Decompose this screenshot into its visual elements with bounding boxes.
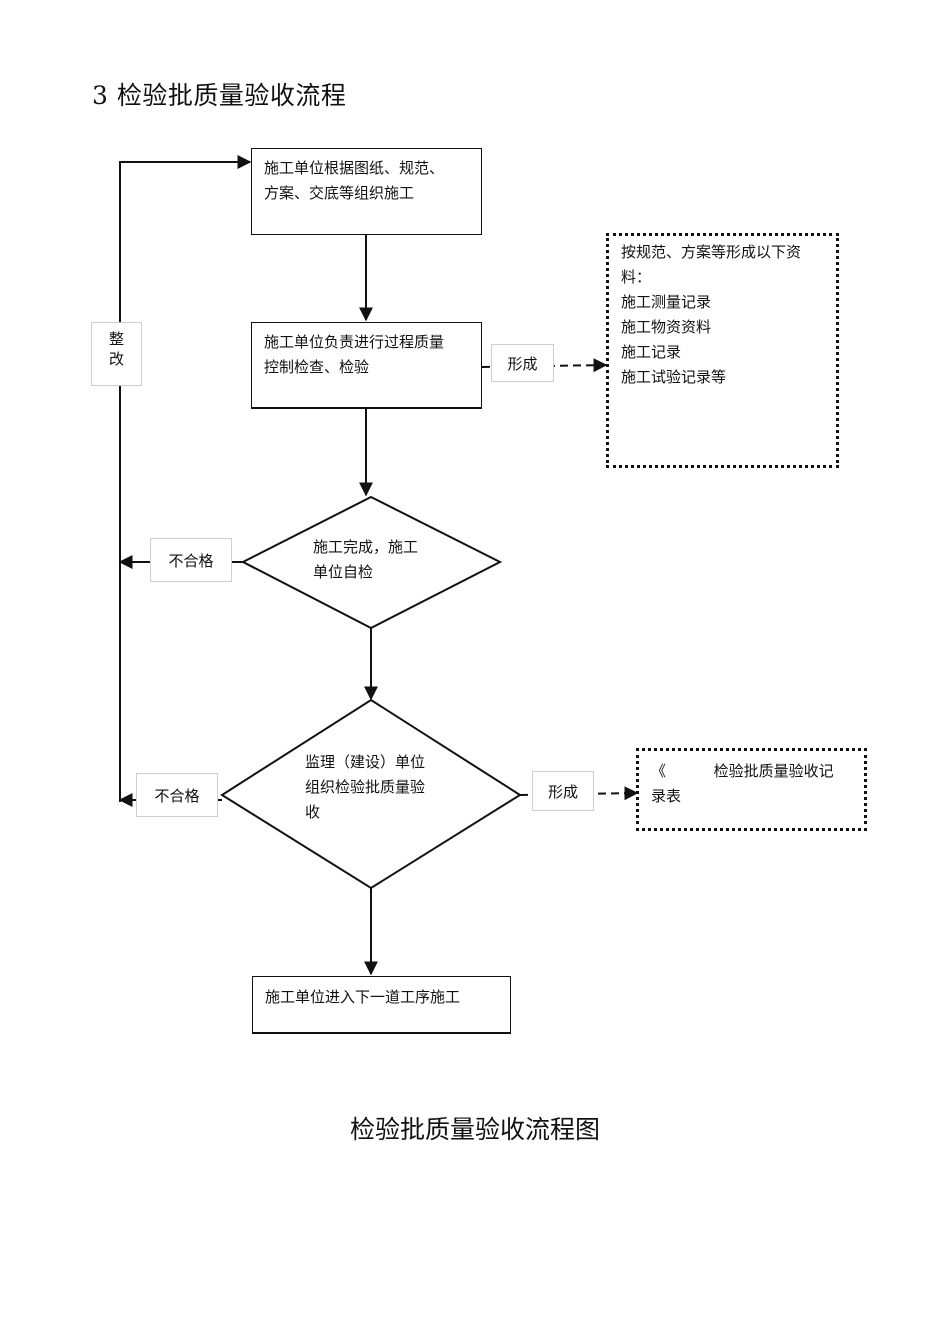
next-step-box: 施工单位进入下一道工序施工 <box>252 976 511 1034</box>
process-check-box: 施工单位负责进行过程质量 控制检查、检验 <box>251 322 482 409</box>
fail-label-1: 不合格 <box>150 538 232 582</box>
next-step-text: 施工单位进入下一道工序施工 <box>265 988 461 1006</box>
process-check-line-1: 施工单位负责进行过程质量 <box>264 333 445 351</box>
record-table-line-2: 录表 <box>651 787 682 805</box>
record-table-box: 《 检验批质量验收记 录表 <box>636 748 867 831</box>
start-line-2: 方案、交底等组织施工 <box>264 184 415 202</box>
records-line-1: 按规范、方案等形成以下资 <box>621 243 802 261</box>
fail-label-2: 不合格 <box>136 773 218 817</box>
selfcheck-line-2: 单位自检 <box>313 563 374 581</box>
form-label-2: 形成 <box>532 771 594 811</box>
selfcheck-text: 施工完成，施工 单位自检 <box>313 535 418 585</box>
supervision-line-2: 组织检验批质量验 <box>305 778 426 796</box>
records-box: 按规范、方案等形成以下资 料： 施工测量记录 施工物资资料 施工记录 施工试验记… <box>606 233 839 468</box>
supervision-text: 监理（建设）单位 组织检验批质量验 收 <box>305 750 425 825</box>
records-line-3: 施工测量记录 <box>621 293 712 311</box>
records-line-4: 施工物资资料 <box>621 318 712 336</box>
records-line-5: 施工记录 <box>621 343 682 361</box>
rectify-text: 整改 <box>108 330 124 368</box>
section-title: 3 检验批质量验收流程 <box>92 81 347 110</box>
records-line-2: 料： <box>621 268 652 286</box>
process-check-line-2: 控制检查、检验 <box>264 358 370 376</box>
decision-supervision-diamond <box>220 698 522 890</box>
start-box: 施工单位根据图纸、规范、 方案、交底等组织施工 <box>251 148 482 235</box>
selfcheck-line-1: 施工完成，施工 <box>313 538 419 556</box>
start-line-1: 施工单位根据图纸、规范、 <box>264 159 445 177</box>
record-table-line-1: 《 检验批质量验收记 <box>651 762 834 780</box>
supervision-line-1: 监理（建设）单位 <box>305 753 426 771</box>
supervision-line-3: 收 <box>305 803 321 821</box>
decision-selfcheck-diamond <box>240 495 503 630</box>
rectify-label: 整改 <box>91 322 142 386</box>
figure-caption: 检验批质量验收流程图 <box>349 1115 600 1144</box>
records-line-6: 施工试验记录等 <box>621 368 727 386</box>
form-label-1: 形成 <box>491 344 554 382</box>
